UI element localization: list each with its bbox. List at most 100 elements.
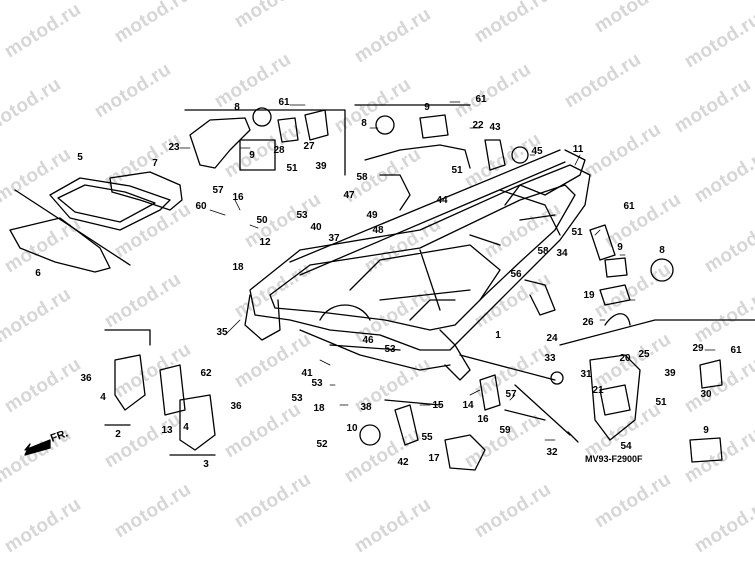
callout-15: 15: [432, 400, 444, 411]
frame-artwork: [9, 101, 755, 471]
callout-31: 31: [580, 369, 592, 380]
callout-25: 25: [638, 349, 650, 360]
callout-29: 29: [692, 343, 704, 354]
callout-53: 53: [291, 393, 303, 404]
frame-top-rail: [289, 149, 586, 276]
callout-42: 42: [397, 457, 409, 468]
bolt-32: [514, 384, 579, 443]
callout-53: 53: [296, 210, 308, 221]
callout-62: 62: [200, 368, 212, 379]
callout-57: 57: [505, 389, 517, 400]
callout-10: 10: [346, 423, 358, 434]
callout-16: 16: [477, 414, 489, 425]
callout-40: 40: [310, 222, 322, 233]
heat-shield-cover: [109, 171, 183, 211]
frame-rear-section: [469, 189, 561, 246]
bracket-27: [304, 109, 329, 141]
callout-59: 59: [499, 425, 511, 436]
washer-8-b: [375, 115, 395, 135]
grommet-45: [511, 146, 529, 164]
plate-9-d: [689, 437, 723, 463]
callout-36: 36: [80, 373, 92, 384]
callout-12: 12: [259, 237, 271, 248]
callout-49: 49: [366, 210, 378, 221]
clip-26: [604, 313, 631, 326]
callout-52: 52: [316, 439, 328, 450]
plate-9-b: [419, 114, 449, 139]
callout-53: 53: [384, 344, 396, 355]
cover-3: [179, 394, 216, 451]
callout-58: 58: [356, 172, 368, 183]
callout-14: 14: [462, 400, 474, 411]
callout-46: 46: [362, 335, 374, 346]
bracket-14: [479, 374, 501, 411]
callout-4: 4: [100, 392, 106, 403]
callout-60: 60: [195, 201, 207, 212]
bracket-17: [444, 434, 486, 471]
pipe-22: [364, 144, 471, 169]
heat-shield-upper-inner: [57, 184, 156, 223]
callout-13: 13: [161, 425, 173, 436]
callout-33: 33: [544, 353, 556, 364]
callout-19: 19: [583, 290, 595, 301]
callout-7: 7: [152, 158, 158, 169]
bracket-23: [189, 117, 251, 169]
callout-26: 26: [582, 317, 594, 328]
callout-39: 39: [315, 161, 327, 172]
bracket-13: [159, 364, 186, 416]
callout-30: 30: [700, 389, 712, 400]
callout-34: 34: [556, 248, 568, 259]
diagram-code: MV93-F2900F: [585, 454, 643, 464]
callout-51: 51: [655, 397, 667, 408]
bracket-19: [599, 284, 631, 306]
callout-4: 4: [183, 422, 189, 433]
callout-41: 41: [301, 368, 313, 379]
frame-inner-spar: [269, 184, 576, 331]
callout-17: 17: [428, 453, 440, 464]
callout-35: 35: [216, 327, 228, 338]
bushing-10: [359, 424, 381, 446]
footrest-bracket-21: [599, 384, 631, 416]
long-bolt-15: [384, 399, 441, 406]
callout-9: 9: [249, 150, 255, 161]
callout-61: 61: [278, 97, 290, 108]
callout-43: 43: [489, 122, 501, 133]
callout-45: 45: [531, 146, 543, 157]
callout-24: 24: [546, 333, 558, 344]
washer-8-a: [252, 107, 272, 127]
callout-36: 36: [230, 401, 242, 412]
callout-53: 53: [311, 378, 323, 389]
bracket-43: [484, 139, 506, 171]
callout-38: 38: [360, 402, 372, 413]
callout-27: 27: [303, 141, 315, 152]
stay-42: [394, 404, 419, 446]
bracket-28: [277, 117, 299, 143]
callout-18: 18: [232, 262, 244, 273]
front-label: FR.: [49, 427, 70, 444]
callout-11: 11: [573, 144, 584, 155]
front-arrow-icon: [24, 439, 51, 456]
stay-bracket-61: [589, 224, 616, 261]
callout-18: 18: [313, 403, 325, 414]
callout-23: 23: [168, 142, 180, 153]
callout-32: 32: [546, 447, 558, 458]
group-box-left: [184, 109, 346, 176]
callout-54: 54: [620, 441, 632, 452]
callout-48: 48: [372, 225, 384, 236]
callout-61: 61: [475, 94, 487, 105]
callout-6: 6: [35, 268, 41, 279]
group-box-lower-left: [104, 424, 216, 456]
callout-8: 8: [361, 118, 367, 129]
leader-lines: [179, 101, 716, 441]
callout-55: 55: [421, 432, 433, 443]
callout-58: 58: [537, 246, 549, 257]
callout-37: 37: [328, 233, 340, 244]
callout-8: 8: [234, 102, 240, 113]
callout-44: 44: [436, 195, 448, 206]
callout-39: 39: [664, 368, 676, 379]
callout-22: 22: [472, 120, 484, 131]
frame-main-spar: [249, 164, 591, 351]
heat-shield-lower: [9, 217, 111, 273]
cushion-8-c: [650, 258, 674, 282]
